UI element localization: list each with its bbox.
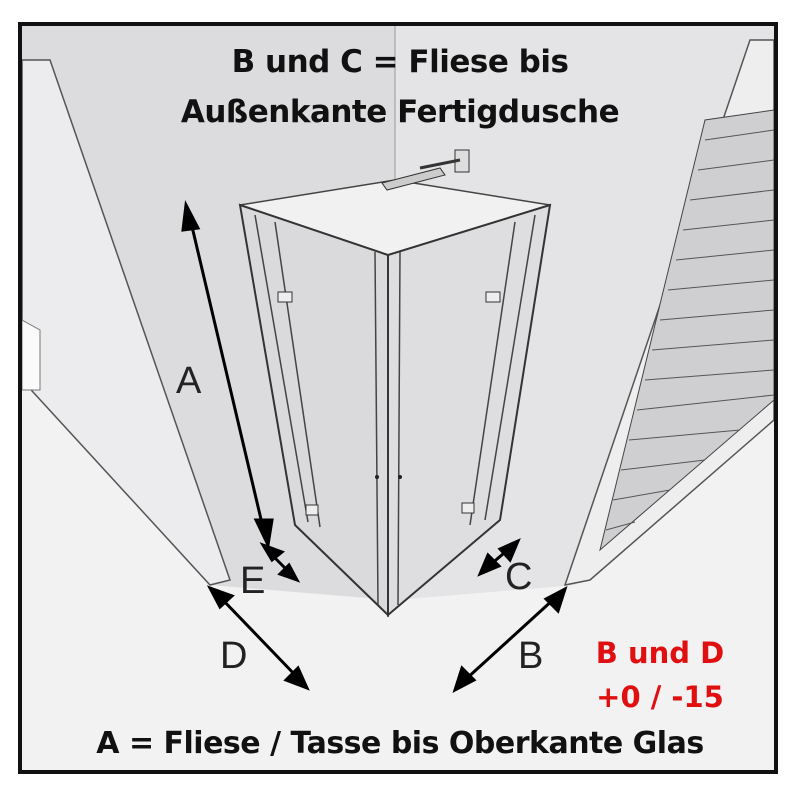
- dimension-arrows: [181, 200, 568, 694]
- title-line-1: B und C = Fliese bis: [231, 44, 569, 80]
- label-a: A: [176, 360, 202, 402]
- floor: [22, 380, 774, 770]
- label-e: E: [240, 560, 266, 602]
- title-line-2: Außenkante Fertigdusche: [180, 94, 620, 130]
- footer-note: A = Fliese / Tasse bis Oberkante Glas: [96, 726, 704, 761]
- label-d: D: [220, 635, 248, 677]
- left-pillar: [22, 59, 231, 586]
- shower-glass-right: [387, 203, 552, 618]
- window-blinds: [599, 109, 774, 552]
- tolerance-label: B und D: [595, 636, 725, 670]
- label-b: B: [518, 635, 544, 677]
- label-c: C: [505, 556, 533, 598]
- tolerance-value: +0 / -15: [596, 680, 724, 714]
